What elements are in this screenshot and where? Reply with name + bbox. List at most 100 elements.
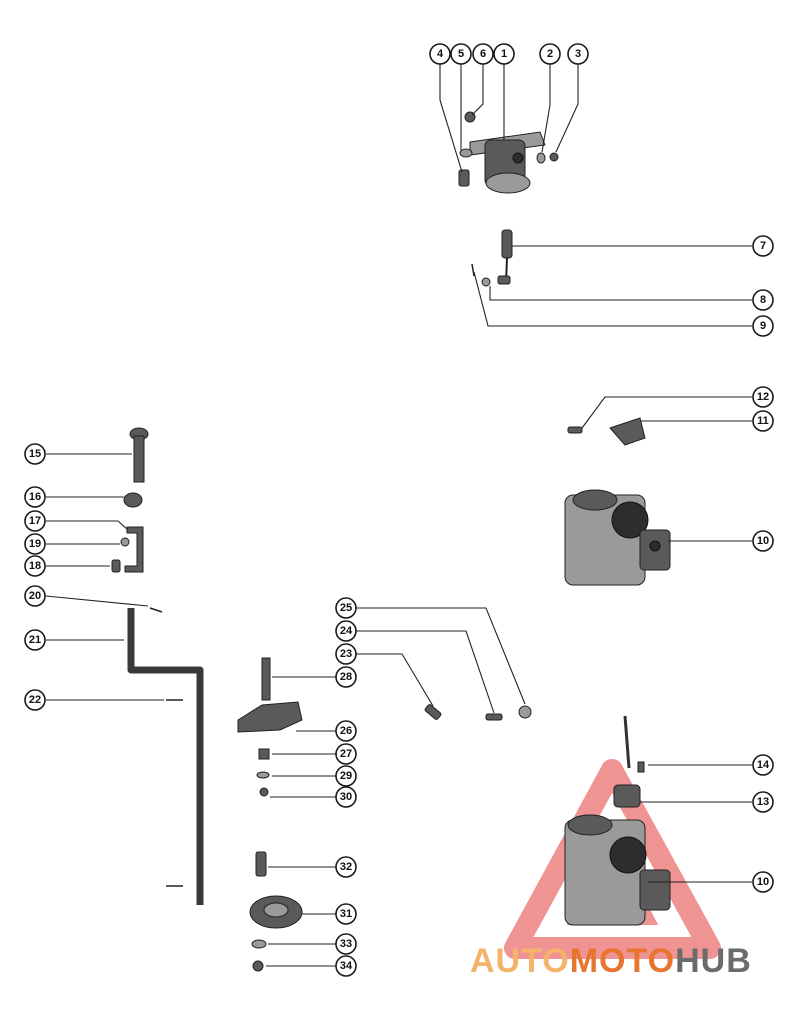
callout-label: 18 [29,560,41,572]
callout-label: 26 [340,725,352,737]
callout-label: 20 [29,590,41,602]
callout-8: 8 [752,289,774,311]
part-7-rod [497,229,513,285]
callout-18: 18 [24,555,46,577]
leader-lines [45,64,752,967]
callout-10-upper: 10 [752,530,774,552]
callout-28: 28 [335,666,357,688]
callout-label: 1 [501,48,507,60]
callout-29: 29 [335,765,357,787]
callout-label: 5 [458,48,464,60]
callout-33: 33 [335,933,357,955]
callout-31: 31 [335,903,357,925]
callout-label: 17 [29,515,41,527]
part-14-rod [623,715,645,773]
callout-9: 9 [752,315,774,337]
callout-label: 28 [340,671,352,683]
callout-22: 22 [24,689,46,711]
callout-12: 12 [752,386,774,408]
part-24-screw [485,713,503,721]
callout-3: 3 [567,43,589,65]
callout-label: 24 [340,625,353,637]
part-31-gear [249,895,303,929]
part-23-spring [424,704,442,720]
callout-label: 29 [340,770,352,782]
part-4-bolt [458,169,470,187]
callout-label: 8 [760,294,766,306]
callout-label: 21 [29,634,41,646]
callout-4: 4 [429,43,451,65]
part-29-washer [256,771,270,779]
callout-label: 13 [757,796,769,808]
callout-15: 15 [24,443,46,465]
callout-34: 34 [335,955,357,977]
callout-30: 30 [335,786,357,808]
callout-label: 32 [340,861,352,873]
callout-25: 25 [335,597,357,619]
callout-1: 1 [493,43,515,65]
part-33-washer [251,939,267,949]
part-9-pin [471,263,475,277]
callout-14: 14 [752,754,774,776]
part-8-washer [481,277,491,287]
part-16-grommet [123,492,143,508]
callout-24: 24 [335,620,357,642]
callout-7: 7 [752,235,774,257]
part-17-bracket [124,526,144,573]
callout-label: 30 [340,791,352,803]
callout-6: 6 [472,43,494,65]
part-21-rod [127,608,204,905]
callout-label: 7 [760,240,766,252]
part-32-pin [255,851,267,877]
callout-11: 11 [752,410,774,432]
callout-16: 16 [24,486,46,508]
part-19-washer [120,537,130,547]
callout-19: 19 [24,533,46,555]
callout-label: 23 [340,648,352,660]
watermark-moto: MOTO [570,942,675,980]
callout-label: 33 [340,938,352,950]
part-25-clip [518,705,532,719]
callout-label: 10 [757,876,769,888]
callout-label: 2 [547,48,553,60]
callout-label: 19 [29,538,41,550]
part-26-cam [237,701,303,733]
part-30-nut [259,787,269,797]
callout-label: 31 [340,908,352,920]
part-2-washer [536,152,546,164]
part-11-bracket [609,417,646,446]
callout-label: 3 [575,48,581,60]
callout-label: 16 [29,491,41,503]
callout-label: 25 [340,602,352,614]
callout-21: 21 [24,629,46,651]
part-20-pin [149,607,163,613]
part-1-housing [469,131,546,194]
part-15-bolt [129,427,149,483]
part-13-fitting [613,784,641,808]
callout-label: 15 [29,448,41,460]
callout-27: 27 [335,743,357,765]
callout-label: 12 [757,391,769,403]
part-22-pin [166,699,183,887]
watermark-auto: AUTO [470,942,570,980]
callout-label: 10 [757,535,769,547]
callout-13: 13 [752,791,774,813]
callout-label: 9 [760,320,766,332]
callout-26: 26 [335,720,357,742]
callout-label: 34 [340,960,353,972]
part-3-nut [549,152,559,162]
callout-label: 4 [437,48,444,60]
watermark-hub: HUB [675,942,752,980]
callout-2: 2 [539,43,561,65]
callout-5: 5 [450,43,472,65]
callout-23: 23 [335,643,357,665]
part-10-body-lower [564,814,671,926]
callout-label: 11 [757,415,769,427]
svg-text:AUTOMOTOHUB: AUTOMOTOHUB [470,942,752,980]
callout-label: 14 [757,759,770,771]
callout-10-lower: 10 [752,871,774,893]
callout-20: 20 [24,585,46,607]
callout-label: 6 [480,48,486,60]
part-12-screw [567,426,583,434]
